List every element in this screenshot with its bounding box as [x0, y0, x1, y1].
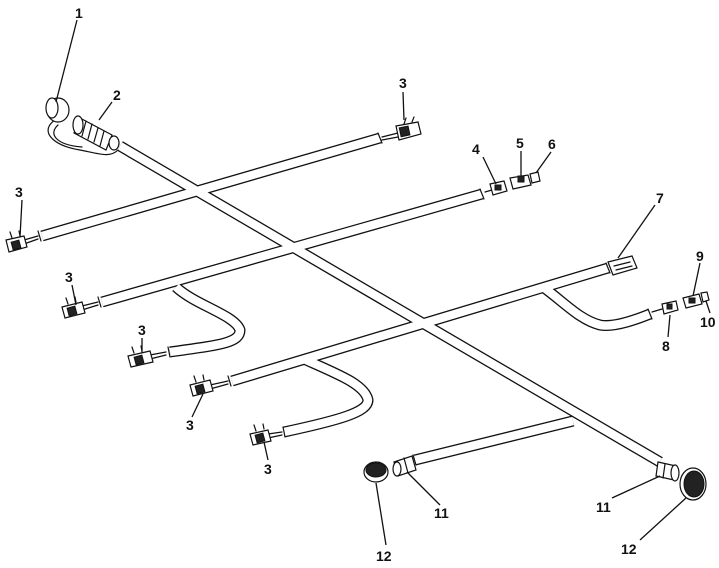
- part-6-terminal: [529, 171, 541, 184]
- callout-12: 12: [376, 548, 392, 564]
- part-11-grommet-left: [392, 455, 417, 477]
- callout-5: 5: [516, 135, 524, 151]
- callout-7: 7: [656, 190, 664, 206]
- part-3-connector-left: [5, 230, 39, 253]
- part-10-terminal: [700, 291, 710, 303]
- part-3-connector-midleft: [61, 296, 99, 319]
- callout-11: 11: [596, 499, 611, 515]
- callout-8: 8: [662, 338, 670, 354]
- callout-3: 3: [65, 269, 73, 285]
- callout-10: 10: [700, 314, 716, 330]
- part-5-connector: [509, 174, 532, 190]
- part-4-connector: [484, 180, 508, 196]
- callout-3: 3: [186, 417, 194, 433]
- part-12-plug-right: [679, 467, 707, 501]
- part-3-connector-lowerleft: [189, 374, 229, 397]
- part-12-plug-left: [363, 461, 389, 483]
- callout-11: 11: [434, 505, 449, 521]
- callout-3: 3: [399, 75, 407, 91]
- callout-12: 12: [621, 541, 637, 557]
- leader-lines: [19, 19, 711, 546]
- part-3-connector-loop: [127, 345, 167, 368]
- callout-4: 4: [472, 141, 480, 157]
- part-1-connector-cap: [45, 97, 119, 156]
- callout-1: 1: [75, 5, 83, 21]
- callout-6: 6: [548, 136, 556, 152]
- callout-3: 3: [15, 184, 23, 200]
- part-3-connector-top: [381, 116, 422, 141]
- callout-3: 3: [138, 322, 146, 338]
- part-11-grommet-right: [655, 461, 680, 482]
- part-7-connector: [607, 255, 638, 276]
- callout-9: 9: [696, 248, 704, 264]
- callout-2: 2: [113, 87, 121, 103]
- part-3-connector-bottom: [249, 423, 283, 446]
- part-8-connector: [651, 300, 679, 315]
- callout-3: 3: [264, 461, 272, 477]
- part-9-connector: [682, 293, 703, 309]
- callout-labels: 1 2 3 3 3 3 3 3 4 5 6 7 8 9 10 11 11 12 …: [15, 5, 716, 564]
- harness-tubes: [37, 132, 663, 467]
- part-2-round-connector: [72, 115, 120, 151]
